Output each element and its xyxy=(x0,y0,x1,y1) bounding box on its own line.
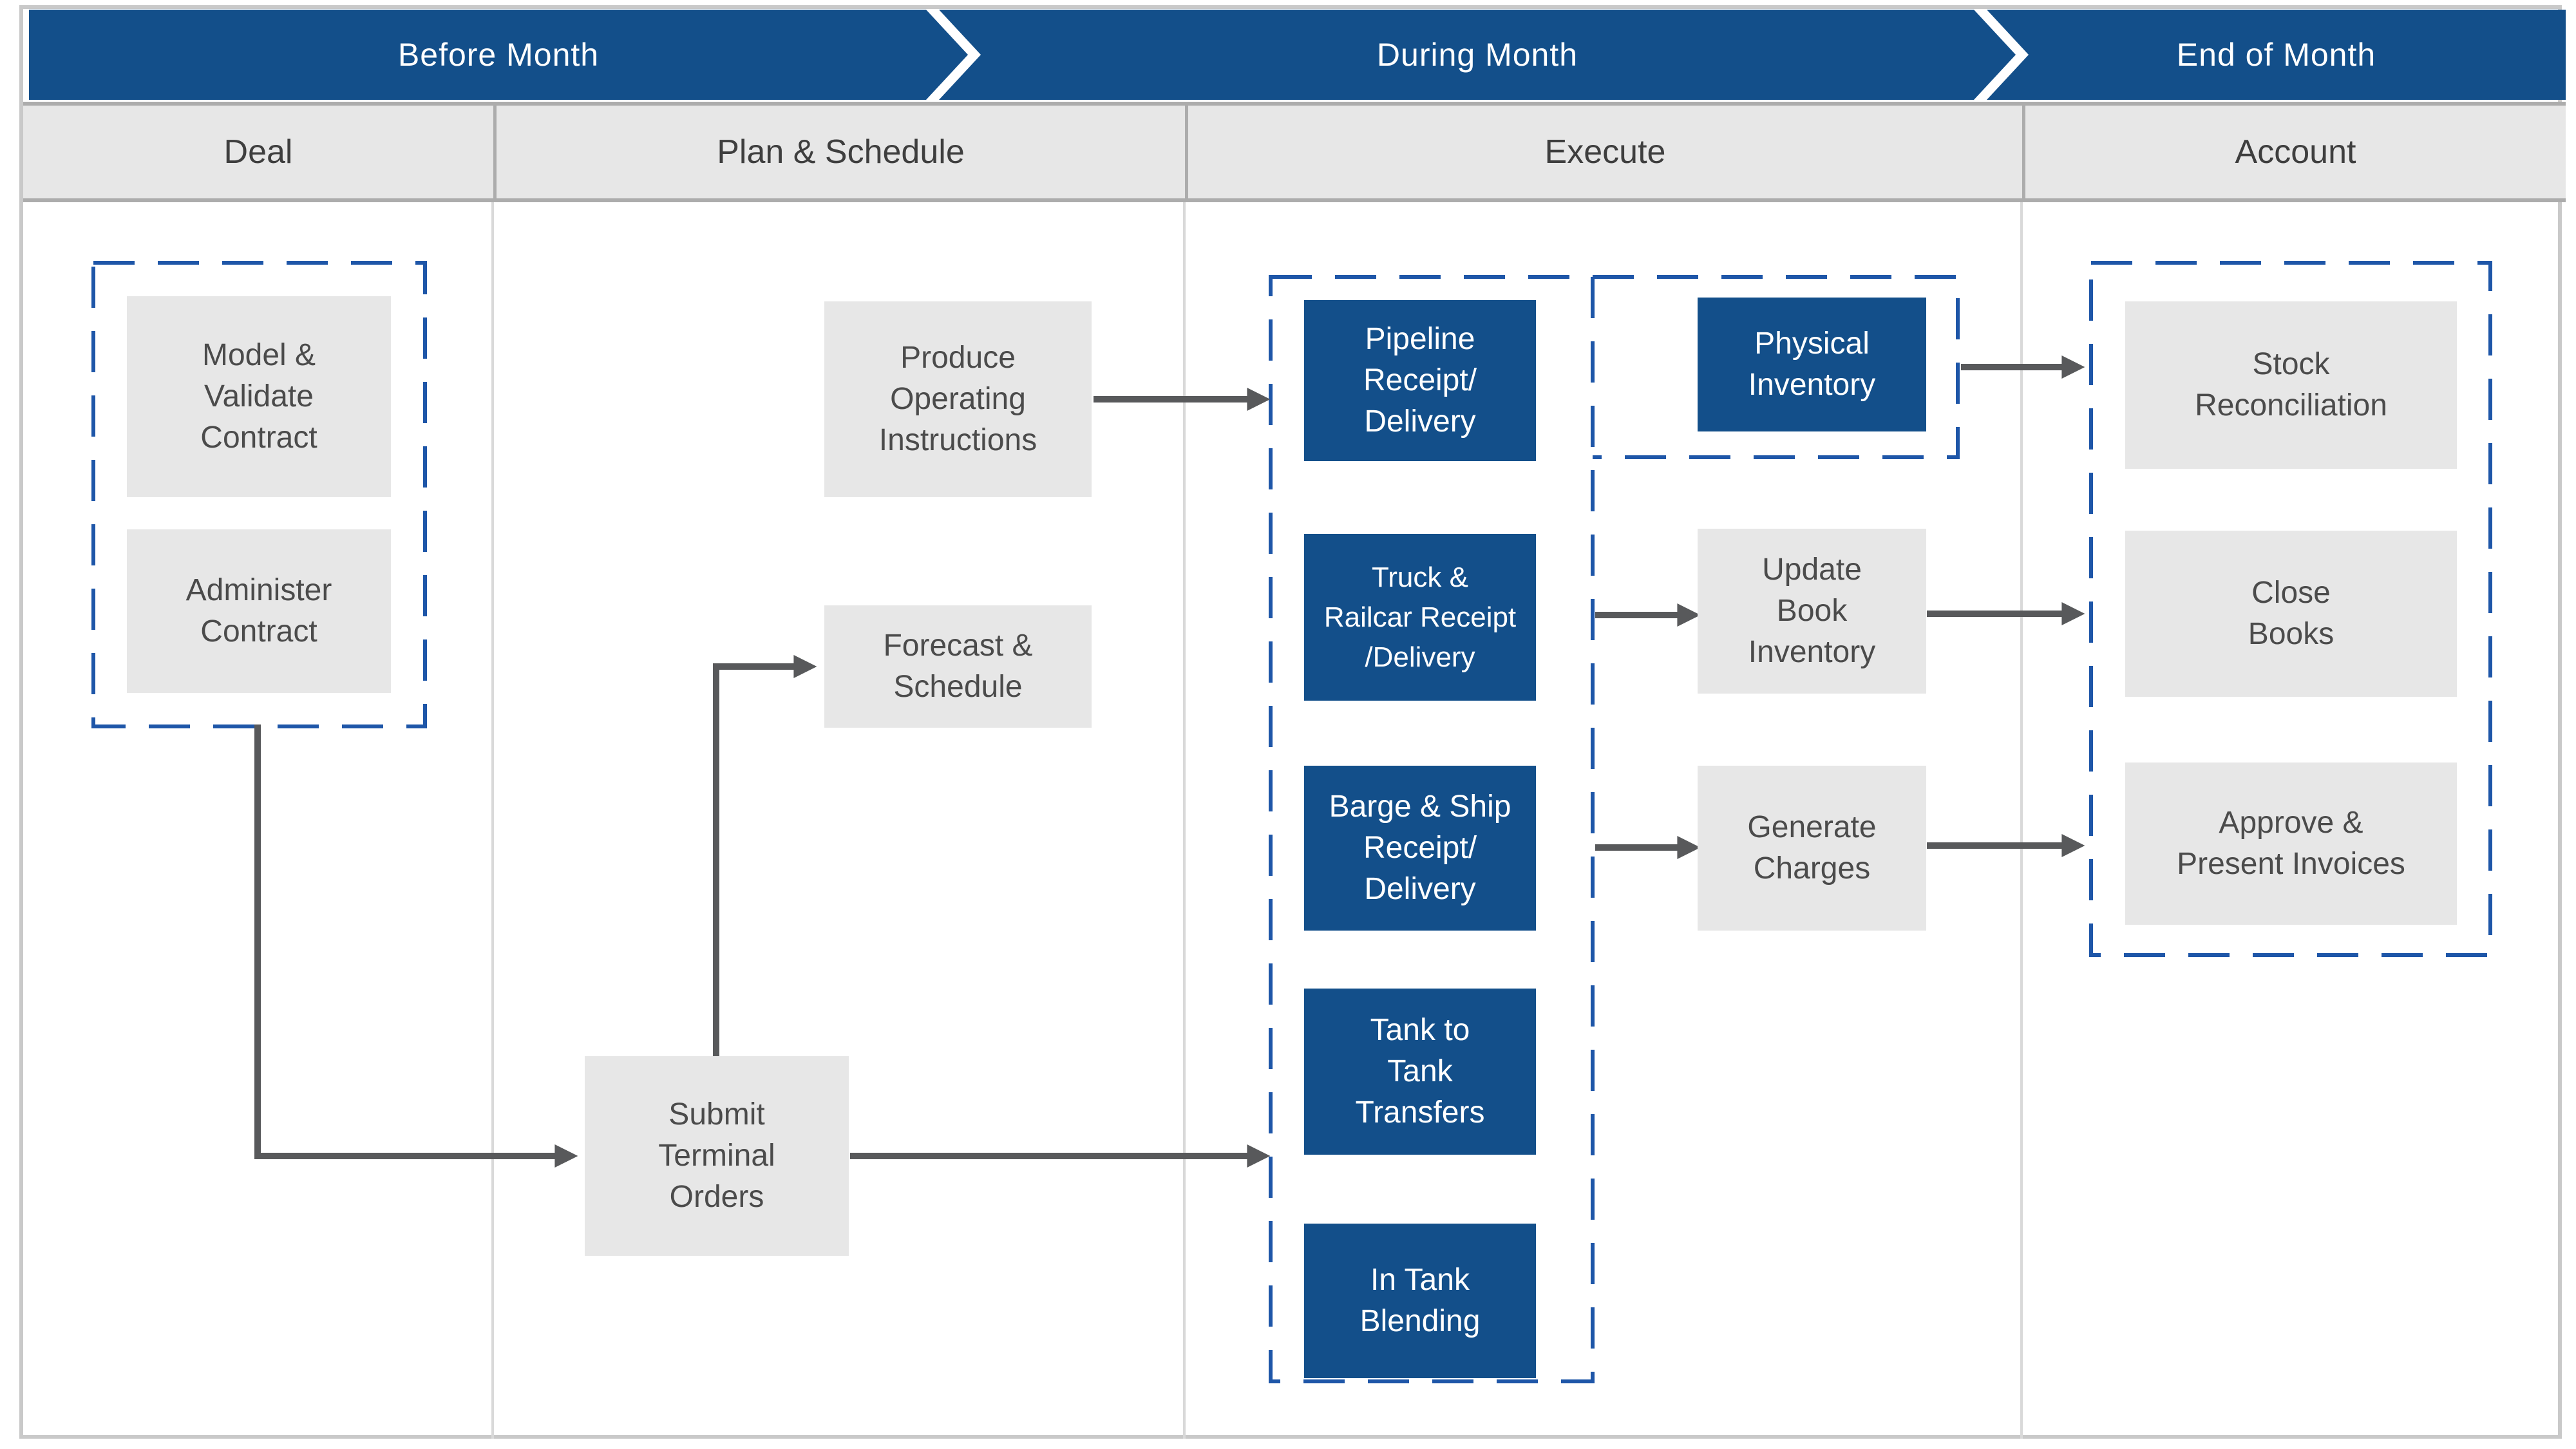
process-box-in-tank-blending: In Tank Blending xyxy=(1304,1224,1536,1378)
process-box-model-validate-contract: Model & Validate Contract xyxy=(127,296,391,497)
column-header-row: Deal Plan & Schedule Execute Account xyxy=(23,102,2566,202)
phase-label: Before Month xyxy=(397,37,600,73)
column-header-label: Execute xyxy=(1544,133,1666,171)
process-box-update-book-inventory: Update Book Inventory xyxy=(1698,529,1926,694)
process-box-submit-terminal-orders: Submit Terminal Orders xyxy=(585,1056,849,1256)
column-separator-plan-execute xyxy=(1183,202,1186,1439)
column-header-label: Deal xyxy=(223,133,293,171)
process-box-forecast-schedule: Forecast & Schedule xyxy=(824,605,1092,728)
column-header-deal: Deal xyxy=(23,106,493,198)
dashed-group-execute-inventory xyxy=(1593,275,1960,459)
process-box-tank-to-tank-transfers: Tank to Tank Transfers xyxy=(1304,989,1536,1155)
process-box-close-books: Close Books xyxy=(2125,531,2457,697)
process-box-pipeline-receipt-delivery: Pipeline Receipt/ Delivery xyxy=(1304,300,1536,461)
column-separator-execute-account xyxy=(2020,202,2023,1439)
phase-chevron-end-of-month: End of Month xyxy=(1987,10,2566,100)
column-header-label: Account xyxy=(2235,133,2356,171)
process-box-stock-reconciliation: Stock Reconciliation xyxy=(2125,301,2457,469)
dashed-group-account xyxy=(2089,261,2492,957)
process-box-approve-present-invoices: Approve & Present Invoices xyxy=(2125,762,2457,925)
phase-label: During Month xyxy=(1376,37,1578,73)
process-box-produce-operating-instructions: Produce Operating Instructions xyxy=(824,301,1092,497)
column-header-plan-schedule: Plan & Schedule xyxy=(493,106,1185,198)
process-box-physical-inventory: Physical Inventory xyxy=(1698,298,1926,431)
arrow-deal-to-submit-orders xyxy=(254,724,578,1168)
phase-chevron-before-month: Before Month xyxy=(29,10,968,100)
column-header-label: Plan & Schedule xyxy=(717,133,965,171)
process-box-truck-railcar-receipt-delivery: Truck & Railcar Receipt /Delivery xyxy=(1304,534,1536,701)
diagram-frame xyxy=(19,5,2562,1439)
process-box-administer-contract: Administer Contract xyxy=(127,529,391,693)
dashed-group-execute-movements xyxy=(1269,275,1595,1383)
phase-chevron-during-month: During Month xyxy=(939,10,2016,100)
dashed-group-deal xyxy=(91,261,427,728)
column-header-account: Account xyxy=(2022,106,2566,198)
arrow-submit-orders-to-forecast xyxy=(713,655,817,1059)
phase-label: End of Month xyxy=(2176,37,2376,73)
column-header-execute: Execute xyxy=(1185,106,2022,198)
process-box-generate-charges: Generate Charges xyxy=(1698,766,1926,931)
column-separator-deal-plan xyxy=(491,202,494,1439)
process-box-barge-ship-receipt-delivery: Barge & Ship Receipt/ Delivery xyxy=(1304,766,1536,931)
